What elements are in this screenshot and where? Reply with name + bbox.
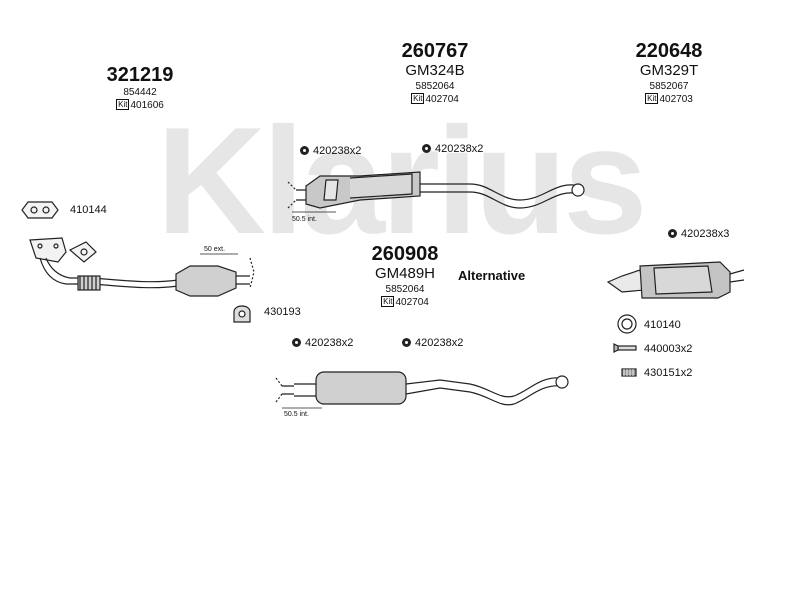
ring-drawing [617,314,637,334]
clamp-icon [402,338,411,347]
mount-drawing [233,305,251,323]
clamp-label-top-2: 420238x2 [422,142,483,156]
oe-number: 854442 [123,87,157,98]
clamp-icon [668,229,677,238]
gasket-drawing [21,201,59,219]
bolt-drawing [613,343,637,353]
bolt-label: 440003x2 [644,343,693,355]
clamp-icon [292,338,301,347]
oe-number: 5852064 [415,81,455,92]
gasket-label: 410144 [70,204,107,216]
model-code: GM324B [405,62,465,79]
downpipe-catalyst [29,237,255,297]
part-number: 260767 [401,40,469,62]
clamp-icon [300,146,309,155]
clamp-label-bottom-1: 420238x2 [292,336,353,350]
oe-number: 5852067 [649,81,689,92]
alternative-label: Alternative [458,268,526,283]
part-number: 260908 [371,243,439,265]
kit-badge: Kit [645,93,659,104]
part-number: 220648 [635,40,703,62]
part-number: 321219 [106,64,174,86]
clamp-label-top-1: 420238x2 [300,144,361,158]
centre-silencer-top [287,171,585,213]
spring-drawing [621,368,637,377]
clamp-icon [422,144,431,153]
centre-silencer-alternative [275,371,569,409]
clamp-label-bottom-2: 420238x2 [402,336,463,350]
ring-label: 410140 [644,319,681,331]
clamp-label-right: 420238x3 [668,227,729,241]
model-code: GM489H [374,265,436,282]
ext-note: 50 ext. [204,246,226,253]
int-note-bottom: 50.5 int. [284,411,309,418]
oe-number: 5852064 [385,284,425,295]
model-code: GM329T [639,62,699,79]
kit-badge: Kit [381,296,395,307]
rear-silencer [606,261,745,299]
int-note-top: 50.5 int. [292,216,317,223]
mount-label: 430193 [264,306,301,318]
kit-badge: Kit [411,93,425,104]
spring-label: 430151x2 [644,367,693,379]
kit-badge: Kit [116,99,130,110]
